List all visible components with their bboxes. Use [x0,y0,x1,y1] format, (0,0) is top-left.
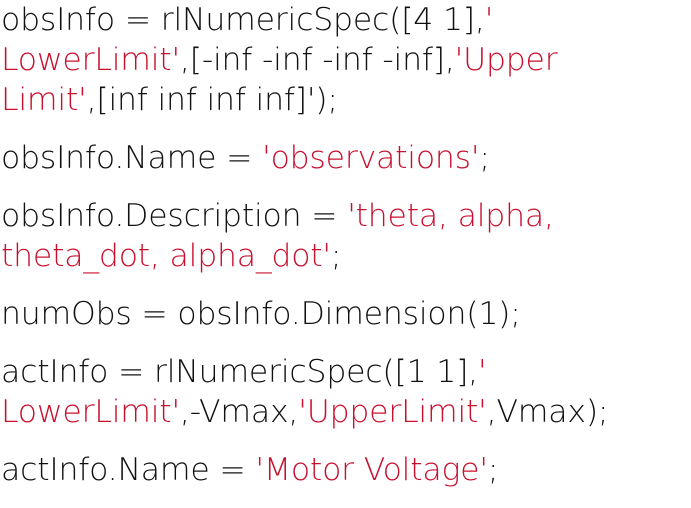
code-token: ,[-inf -inf -inf -inf], [179,42,455,78]
code-token: ,[inf inf inf inf]'); [86,82,338,118]
string-literal: 'UpperLimit' [298,394,487,430]
code-token: ,-Vmax, [179,394,299,430]
string-literal: 'observations' [262,140,480,176]
code-statement: obsInfo = rlNumericSpec([4 1],'LowerLimi… [1,0,689,120]
code-token: ; [487,452,499,488]
code-line: LowerLimit',[-inf -inf -inf -inf],'Upper [1,40,689,80]
string-literal: 'Motor Voltage' [255,452,488,488]
code-token: obsInfo.Name = [1,140,263,176]
code-token: numObs = obsInfo.Dimension(1); [1,296,521,332]
string-literal: 'theta, alpha, [347,198,554,234]
code-token: ,Vmax); [486,394,609,430]
code-token: obsInfo.Description = [1,198,348,234]
string-literal: ' [484,2,494,38]
code-statement: numObs = obsInfo.Dimension(1); [1,294,689,334]
code-line: theta_dot, alpha_dot'; [1,236,689,276]
code-line: actInfo.Name = 'Motor Voltage'; [1,450,689,490]
code-line: obsInfo = rlNumericSpec([4 1],' [1,0,689,40]
code-statement: actInfo.Name = 'Motor Voltage'; [1,450,689,490]
code-token: obsInfo = rlNumericSpec([4 1], [1,2,485,38]
string-literal: LowerLimit' [1,42,180,78]
code-line: actInfo = rlNumericSpec([1 1],' [1,352,689,392]
code-line: numObs = obsInfo.Dimension(1); [1,294,689,334]
code-token: ; [330,238,342,274]
code-token: actInfo = rlNumericSpec([1 1], [1,354,478,390]
string-literal: 'Upper [454,42,558,78]
string-literal: Limit' [1,82,87,118]
code-token: actInfo.Name = [1,452,256,488]
code-statement: obsInfo.Name = 'observations'; [1,138,689,178]
code-line: obsInfo.Description = 'theta, alpha, [1,196,689,236]
code-line: Limit',[inf inf inf inf]'); [1,80,689,120]
string-literal: LowerLimit' [1,394,180,430]
code-statement: obsInfo.Description = 'theta, alpha,thet… [1,196,689,276]
code-line: obsInfo.Name = 'observations'; [1,138,689,178]
string-literal: theta_dot, alpha_dot' [1,238,331,274]
code-line: LowerLimit',-Vmax,'UpperLimit',Vmax); [1,392,689,432]
code-statement: actInfo = rlNumericSpec([1 1],'LowerLimi… [1,352,689,432]
string-literal: ' [478,354,487,390]
code-token: ; [479,140,490,176]
